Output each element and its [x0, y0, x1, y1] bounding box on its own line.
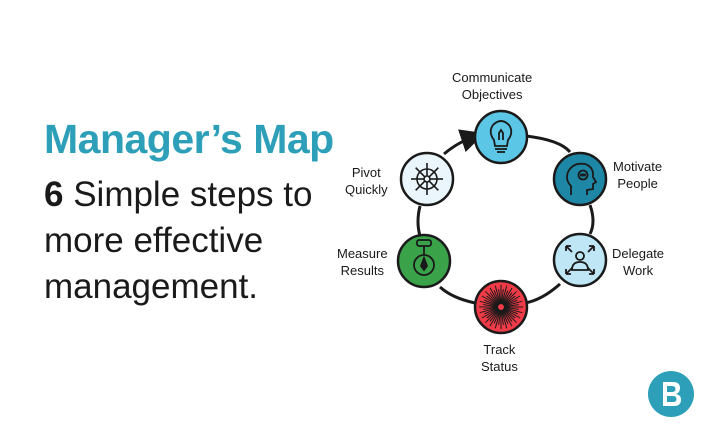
burst-ray	[484, 307, 499, 315]
brand-logo-icon	[663, 382, 681, 406]
ring-segment-1	[525, 134, 572, 154]
step-node-delegate	[552, 232, 608, 288]
burst-ray	[494, 309, 501, 329]
burst-ray	[483, 306, 499, 310]
wheel-spoke	[428, 167, 439, 178]
step-node-motivate	[552, 151, 608, 207]
burst-ray	[485, 291, 500, 306]
person-arrows-icon	[565, 245, 595, 275]
wheel-spoke	[415, 167, 426, 178]
stopwatch-icon	[413, 239, 435, 276]
burst-ray	[498, 289, 502, 305]
ring-segment-5	[416, 205, 422, 237]
radial-burst-icon	[479, 285, 523, 329]
burst-ray	[503, 295, 521, 306]
cycle-ring	[416, 129, 595, 305]
burst-ray	[502, 309, 513, 322]
burst-ray	[500, 289, 504, 305]
subtitle-line-1: Simple steps to	[63, 175, 313, 214]
burst-ray	[503, 295, 516, 306]
subtitle-line-3: management.	[44, 267, 259, 306]
burst-ray	[486, 295, 499, 306]
wheel-spoke	[428, 180, 439, 191]
burst-ray	[502, 308, 517, 323]
burst-ray	[503, 308, 516, 319]
head-chat-icon	[566, 162, 598, 195]
burst-ray	[501, 309, 509, 324]
burst-ray	[493, 290, 501, 305]
burst-ray	[498, 309, 502, 325]
burst-ray	[503, 304, 519, 308]
step-node-communicate	[473, 109, 529, 165]
step-node-pivot	[399, 151, 455, 207]
burst-ray	[489, 309, 500, 322]
burst-ray	[503, 307, 518, 315]
lightbulb-icon	[489, 120, 513, 153]
burst-ray	[502, 291, 517, 306]
burst-ray	[486, 308, 499, 319]
burst-ray	[500, 309, 504, 325]
subtitle-line-2: more effective	[44, 221, 264, 260]
step-node-track	[473, 279, 529, 335]
burst-ray	[493, 309, 501, 324]
burst-ray	[503, 300, 523, 307]
burst-ray	[481, 295, 499, 306]
burst-ray	[484, 299, 499, 307]
burst-ray	[502, 287, 513, 305]
ring-segment-3	[524, 282, 561, 305]
burst-ray	[479, 307, 499, 314]
page-title: Manager’s Map	[44, 116, 334, 162]
wheel-spoke	[415, 180, 426, 191]
burst-ray	[502, 309, 513, 327]
burst-ray	[494, 285, 501, 305]
burst-ray	[501, 309, 508, 329]
burst-ray	[479, 300, 499, 307]
burst-ray	[483, 304, 499, 308]
burst-ray	[503, 307, 523, 314]
burst-ray	[481, 308, 499, 319]
ship-wheel-icon	[411, 163, 443, 195]
burst-ray	[503, 308, 521, 319]
burst-ray	[489, 309, 500, 327]
burst-ray	[502, 292, 513, 305]
burst-ray	[501, 285, 508, 305]
burst-ray	[489, 287, 500, 305]
burst-ray	[503, 299, 518, 307]
burst-ray	[489, 292, 500, 305]
ring-segment-6	[443, 129, 485, 156]
page-subtitle: 6 Simple steps to more effective managem…	[44, 172, 334, 310]
burst-ray	[503, 306, 519, 310]
ring-segment-4	[438, 285, 476, 305]
burst-ray	[485, 308, 500, 323]
step-node-measure	[396, 233, 452, 289]
brand-logo	[648, 371, 694, 417]
subtitle-number: 6	[44, 175, 64, 214]
ring-segment-2	[588, 204, 595, 235]
burst-ray	[501, 290, 509, 305]
